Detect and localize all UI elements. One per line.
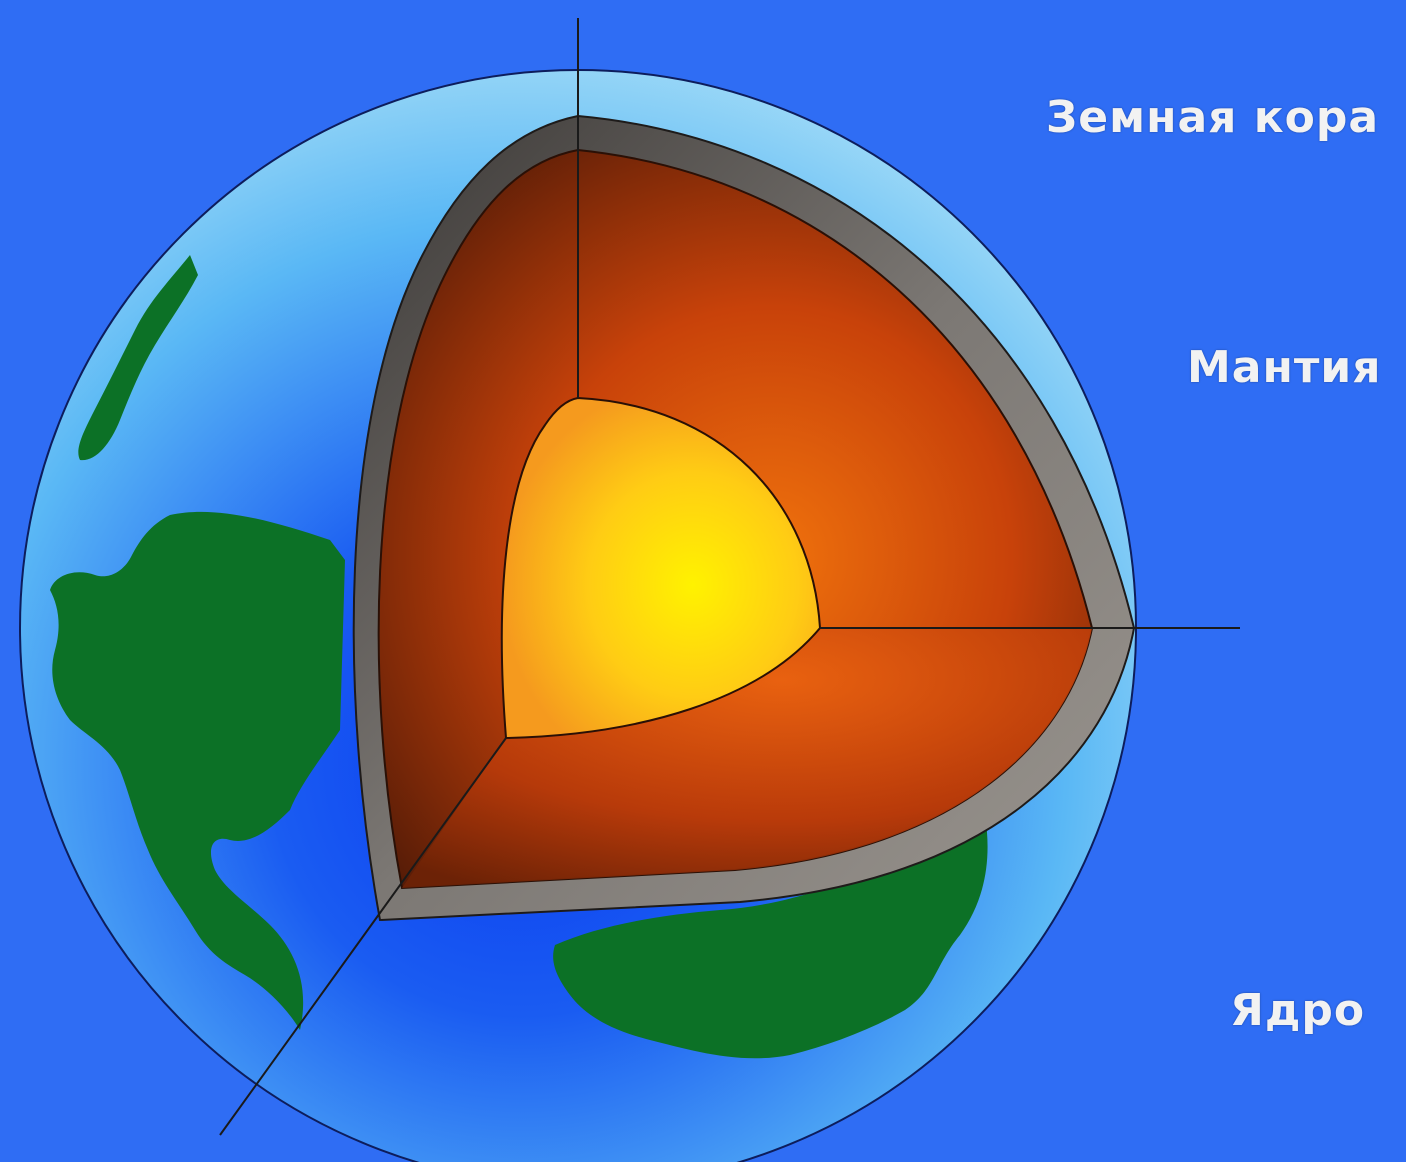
continent-west xyxy=(50,511,345,1030)
continent-north xyxy=(78,255,198,461)
core xyxy=(500,396,822,740)
diagonal-axis-line xyxy=(219,737,507,1136)
label-earth-crust: Земная кора xyxy=(1046,92,1380,143)
label-mantle: Мантия xyxy=(1187,342,1382,393)
label-core: Ядро xyxy=(1230,985,1366,1036)
cut-axis-lines xyxy=(219,18,1240,1136)
mantle-lower-face xyxy=(402,628,1092,888)
